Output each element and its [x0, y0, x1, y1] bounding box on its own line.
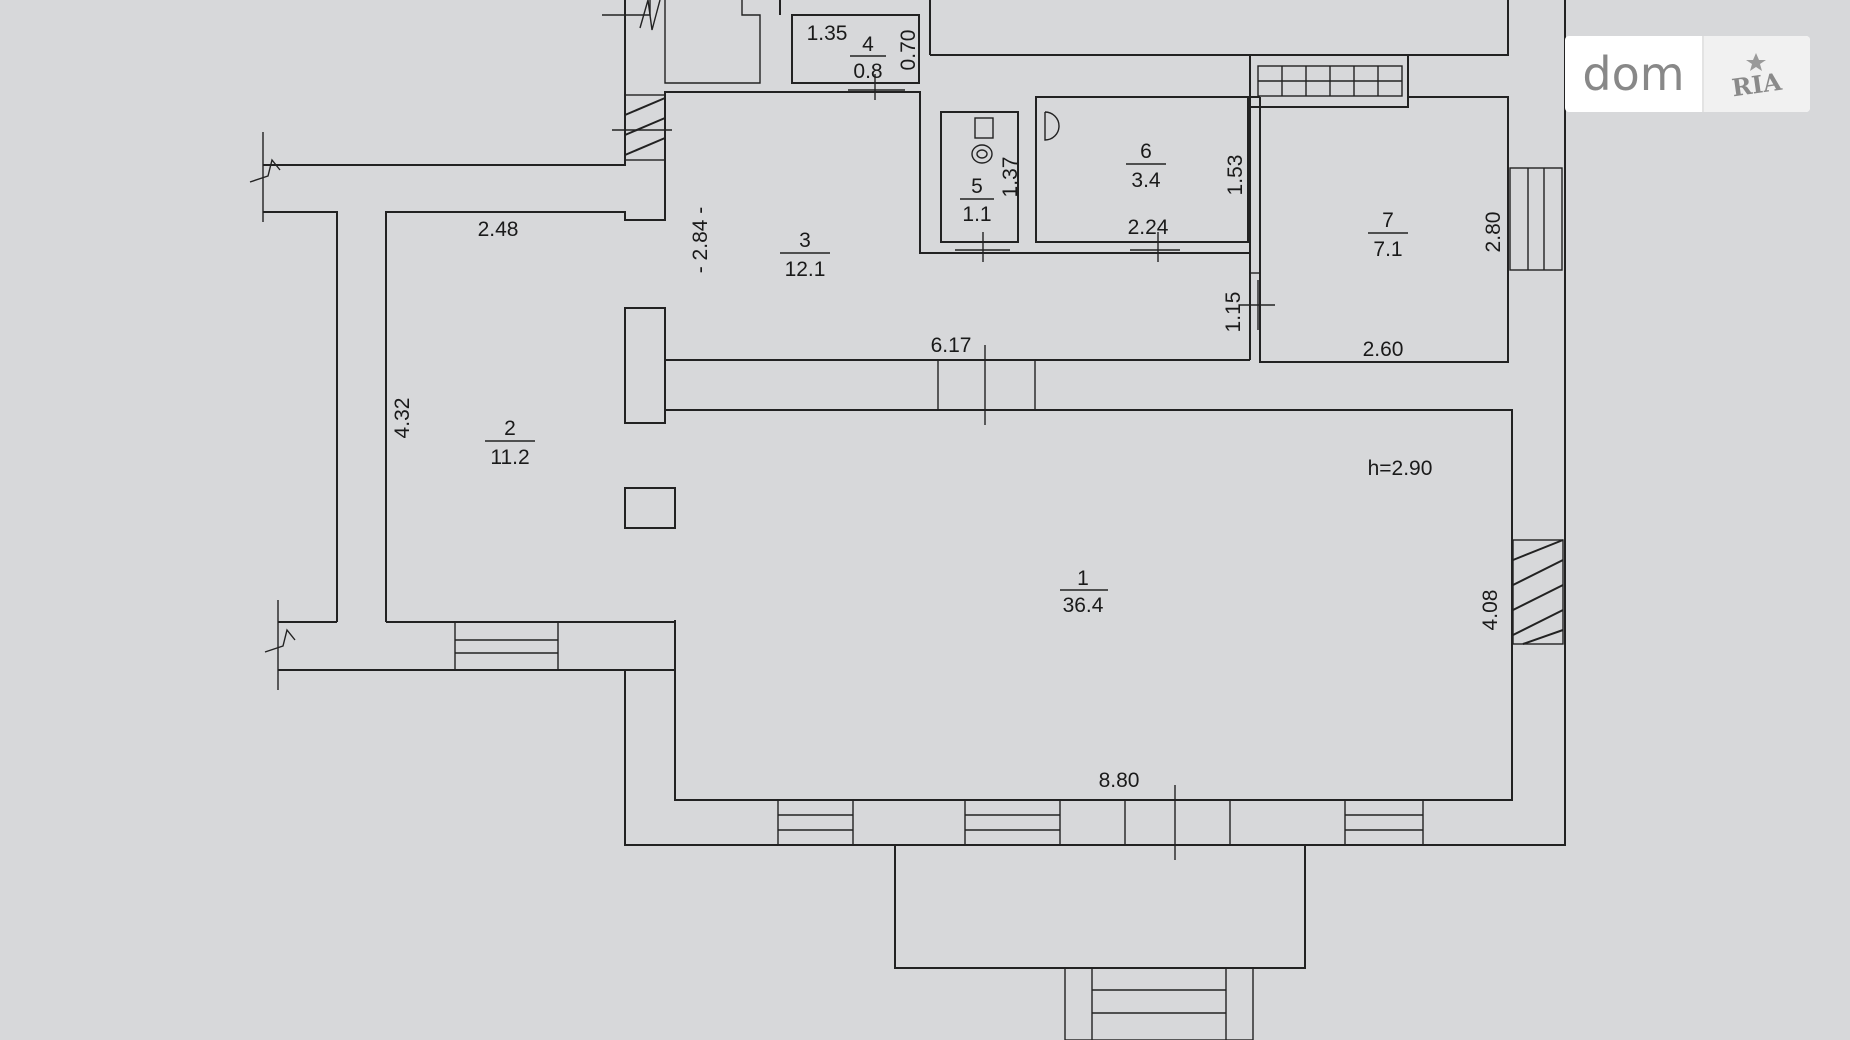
- room-6-area: 3.4: [1131, 169, 1161, 192]
- room-2-area: 11.2: [490, 446, 529, 469]
- dim-1-35: 1.35: [807, 22, 848, 45]
- bottom-windows: [777, 785, 1424, 860]
- dim-6-17: 6.17: [931, 334, 972, 357]
- dim-0-70: 0.70: [897, 30, 920, 71]
- room-5-area: 1.1: [962, 203, 991, 226]
- room-4-number: 4: [862, 33, 874, 56]
- radiator: [1249, 54, 1409, 108]
- dim-2-60: 2.60: [1363, 338, 1404, 361]
- room-2-number: 2: [504, 417, 516, 440]
- ria-logo-mark: RIA: [1730, 53, 1784, 99]
- room-7-number: 7: [1382, 209, 1394, 232]
- vent-hatch-left: [612, 94, 672, 161]
- entrance-steps: [1064, 967, 1254, 1040]
- room-3-area: 12.1: [785, 258, 826, 281]
- room-1-label: 1 36.4: [1060, 567, 1108, 617]
- dim-2-24: 2.24: [1128, 216, 1169, 239]
- room-5-label: 5 1.1: [960, 175, 994, 226]
- dim-1-37: 1.37: [999, 157, 1022, 198]
- dim-2-80: 2.80: [1482, 212, 1505, 253]
- window-room-7: [1509, 167, 1563, 271]
- sink-icon: [1044, 111, 1060, 141]
- room-1-area: 36.4: [1063, 594, 1104, 617]
- window-room-2: [454, 621, 559, 671]
- room-6-number: 6: [1140, 140, 1152, 163]
- room-1-number: 1: [1077, 567, 1089, 590]
- ria-logo-icon: RIA: [1704, 36, 1810, 112]
- room-2-label: 2 11.2: [485, 417, 535, 469]
- room-4-area: 0.8: [853, 60, 882, 83]
- toilet-tank: [974, 117, 994, 139]
- watermark-badge: dom RIA: [1565, 36, 1810, 112]
- dim-8-80: 8.80: [1099, 769, 1140, 792]
- column: [624, 487, 676, 529]
- watermark-brand: dom: [1565, 36, 1704, 112]
- dim-1-53: 1.53: [1224, 155, 1247, 196]
- room-7-label: 7 7.1: [1368, 209, 1408, 261]
- vent-hatch-right: [1512, 539, 1564, 645]
- dimension-labels: 1.35 0.70 1.37 1.53 2.24 2.48 - 2.84 - 2…: [391, 22, 1505, 792]
- ceiling-height: h=2.90: [1368, 457, 1433, 480]
- wall-pier: [624, 307, 666, 424]
- room-3-label: 3 12.1: [780, 229, 830, 281]
- dim-2-48: 2.48: [478, 218, 519, 241]
- dim-4-08: 4.08: [1479, 590, 1502, 631]
- room-labels: 1 36.4 2 11.2 3 12.1 4 0.8 5 1.1 6 3.4: [485, 33, 1408, 617]
- room-7-area: 7.1: [1373, 238, 1402, 261]
- dim-2-84: - 2.84 -: [689, 207, 712, 274]
- doorway-hall: [937, 345, 1036, 425]
- walls: [249, 0, 1566, 1040]
- room-3-number: 3: [799, 229, 811, 252]
- ria-logo-text: RIA: [1730, 67, 1784, 99]
- dim-1-15: 1.15: [1222, 292, 1245, 333]
- toilet-bowl: [971, 144, 993, 164]
- dim-4-32: 4.32: [391, 398, 414, 439]
- room-5-number: 5: [971, 175, 983, 198]
- room-4-label: 4 0.8: [850, 33, 886, 83]
- room-6-label: 6 3.4: [1126, 140, 1166, 192]
